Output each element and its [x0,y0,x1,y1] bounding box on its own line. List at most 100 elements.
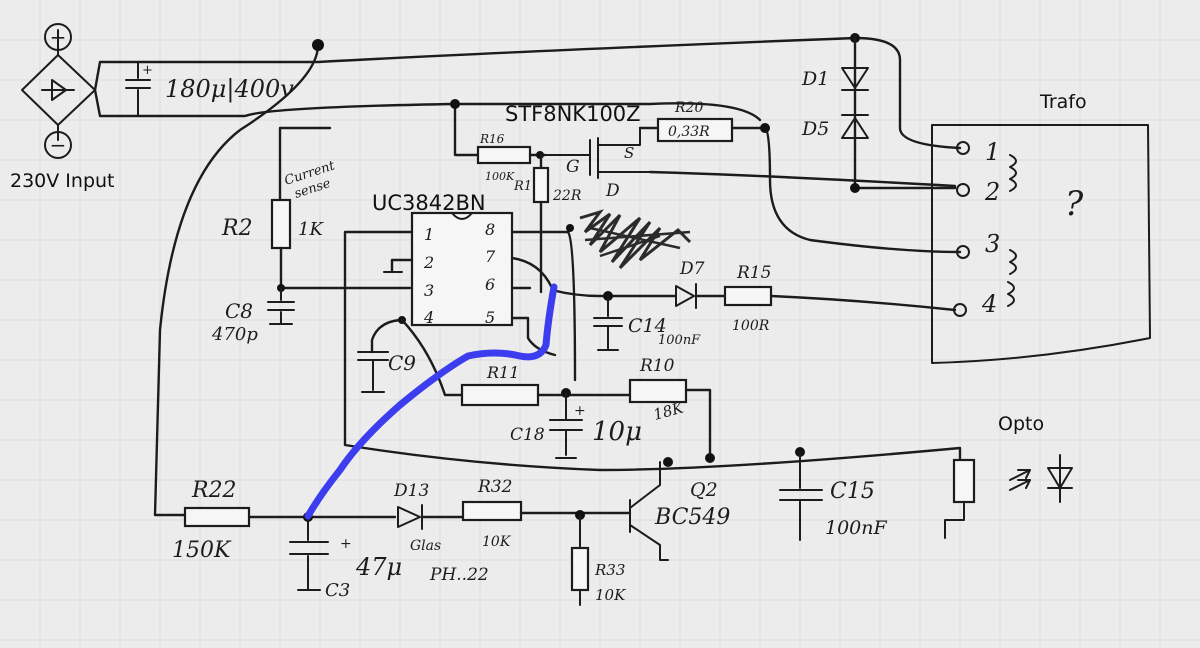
d13-note: Glas [410,538,441,554]
trafo-question: ? [1065,184,1084,224]
opto-label: Opto [998,413,1044,435]
drain-wire [648,170,957,188]
collector-junction [663,457,673,467]
diode-d13: D13 Glas [393,481,441,554]
input-cap-plus: + [142,63,153,78]
trafo-label: Trafo [1039,91,1087,113]
optocoupler [944,454,1073,539]
pin8-junction [566,224,574,232]
r20-to-pin3 [730,126,962,254]
r1-name: R1 [513,179,532,194]
r15-name: R15 [736,263,771,283]
c18-name: C18 [510,425,545,445]
current-sense-wire [278,126,332,202]
resistor-r11: R11 [460,363,540,407]
c3-plus: + [340,536,352,552]
resistor-r15: R15 100R [723,263,773,334]
mosfet-label: STF8NK100Z [505,102,641,126]
capacitor-c9: C9 [357,351,416,393]
r1-value: 22R [552,188,582,204]
d1-label: D1 [801,68,829,90]
r20-junction [760,123,770,133]
vcc-line [550,288,678,298]
r10-junction [705,453,715,463]
c18-value: 10μ [592,417,642,447]
c15-value: 100nF [825,517,888,539]
c18-plus: + [574,403,586,419]
r2-value: 1K [298,219,324,240]
trafo-pin-4: 4 [981,290,997,318]
transformer-box: 1 2 3 4 ? [931,124,1151,364]
r15-to-pin4 [769,294,957,312]
pin1-feedback-wire [343,230,962,472]
diode-string-wire [853,36,957,190]
drain-label: D [605,181,620,201]
scribbled-out-area [579,209,692,270]
resistor-r32: R32 10K [461,477,523,550]
pin-2: 2 [423,253,434,272]
pin-5: 5 [485,308,495,327]
c14-name: C14 [628,315,667,337]
trafo-pin-1: 1 [985,138,1000,166]
minus-sign: − [50,133,67,157]
input-plus-terminal: + [44,23,72,51]
positive-rail [93,36,962,150]
r2-name: R2 [221,216,253,241]
transistor-q2: Q2 BC549 [629,461,730,561]
c3-value: 47μ [355,553,402,581]
pin8-wire [510,230,577,382]
highlight-stroke [304,283,558,520]
resistor-r2: R2 1K [221,198,324,250]
c8-name: C8 [225,299,253,323]
d7-label: D7 [679,259,705,279]
r32-value: 10K [482,534,512,550]
capacitor-c8: C8 470p [211,287,295,345]
trafo-pin-2: 2 [984,178,1000,206]
mosfet-symbol: G S D [539,127,651,201]
capacitor-c18: + C18 10μ [510,392,642,459]
diode-d1: D1 [801,67,869,91]
pin7-wire [510,256,554,290]
pin-6: 6 [485,275,495,294]
resistor-r22: R22 150K [172,478,251,563]
gate-label: G [566,157,580,177]
trafo-pin-3: 3 [985,230,1000,258]
r22-name: R22 [191,478,237,503]
c3-name: C3 [325,580,350,601]
source-label: S [624,144,634,162]
r20-value: 0,33R [668,124,710,140]
c14-value: 100nF [658,333,701,348]
pin-7: 7 [485,247,496,266]
r16-left-wire [453,102,482,157]
pin-1: 1 [424,225,434,244]
q2-name: Q2 [690,479,718,501]
capacitor-c15: C15 100nF [779,451,888,541]
r10-down-wire [684,388,712,460]
d5-label: D5 [801,118,829,140]
pin5-wire [510,286,557,357]
startup-wire [153,43,320,517]
diode-d5: D5 [801,114,869,140]
r32-name: R32 [477,477,512,497]
r10-name: R10 [639,356,675,376]
resistor-r10: R10 18K [628,356,688,424]
c9-label: C9 [388,351,416,375]
pin-3: 3 [424,281,434,300]
r16-junction [450,99,460,109]
r33-value: 10K [595,586,626,604]
input-voltage-label: 230V Input [10,170,115,192]
r20-name: R20 [674,100,703,116]
capacitor-c14: C14 100nF [593,295,701,351]
resistor-r16: R16 100K [476,132,532,183]
capacitor-c3: + C3 47μ PH..22 [289,516,489,601]
pin2-ground [390,258,414,274]
c15-name: C15 [830,479,875,504]
ic-uc3842: 1 2 3 4 5 6 7 8 [410,211,514,327]
rail-junction [312,39,324,51]
resistor-r20: 0,33R R20 [656,100,734,143]
negative-rail [93,88,762,122]
r15-value: 100R [732,318,770,334]
input-cap-value: 180μ|400v [165,75,294,104]
plus-sign: + [50,25,67,49]
